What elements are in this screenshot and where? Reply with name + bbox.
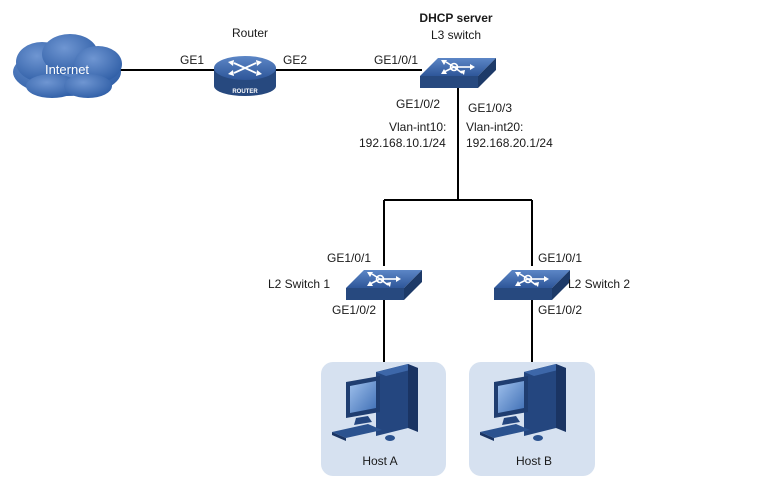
- l3-port-ge1-0-3: GE1/0/3: [468, 101, 512, 115]
- switch-icon: [419, 57, 497, 89]
- l3-port-ge1-0-2: GE1/0/2: [396, 97, 440, 111]
- host-a: Host A: [321, 362, 446, 476]
- l2-switch-2-device: GE1/0/1 L2 Switch 2 GE1/0/2: [493, 251, 630, 317]
- l2-switch-1-down-port: GE1/0/2: [332, 303, 376, 317]
- host-a-label: Host A: [362, 454, 397, 468]
- host-b: Host B: [469, 362, 595, 476]
- router-title: Router: [232, 26, 268, 40]
- switch-icon: [345, 269, 423, 301]
- l3-switch-device: DHCP server L3 switch GE1/0/1 GE1/0/2 GE…: [359, 11, 553, 150]
- router-icon: ROUTER: [214, 56, 276, 96]
- l2-switch-2-down-port: GE1/0/2: [538, 303, 582, 317]
- host-b-label: Host B: [516, 454, 552, 468]
- dhcp-server-label: DHCP server: [419, 11, 492, 25]
- l2-switch-1-device: GE1/0/1 L2 Switch 1 GE1/0/2: [268, 251, 423, 317]
- l3-port-uplink: GE1/0/1: [374, 53, 418, 67]
- l3-switch-title: L3 switch: [431, 28, 481, 42]
- internet-cloud: Internet: [13, 34, 122, 98]
- l2-switch-2-up-port: GE1/0/1: [538, 251, 582, 265]
- router-port-ge1: GE1: [180, 53, 204, 67]
- router-badge: ROUTER: [232, 89, 258, 95]
- router-device: Router ROUTER GE1 GE2: [180, 26, 307, 96]
- switch-icon: [493, 269, 571, 301]
- l2-switch-1-up-port: GE1/0/1: [327, 251, 371, 265]
- internet-label: Internet: [45, 62, 89, 77]
- vlan-int10-name: Vlan-int10:: [389, 120, 446, 134]
- vlan-int10-ip: 192.168.10.1/24: [359, 136, 446, 150]
- cloud-icon: [13, 34, 122, 98]
- router-port-ge2: GE2: [283, 53, 307, 67]
- l2-switch-1-title: L2 Switch 1: [268, 277, 330, 291]
- vlan-int20-name: Vlan-int20:: [466, 120, 523, 134]
- l2-switch-2-title: L2 Switch 2: [568, 277, 630, 291]
- vlan-int20-ip: 192.168.20.1/24: [466, 136, 553, 150]
